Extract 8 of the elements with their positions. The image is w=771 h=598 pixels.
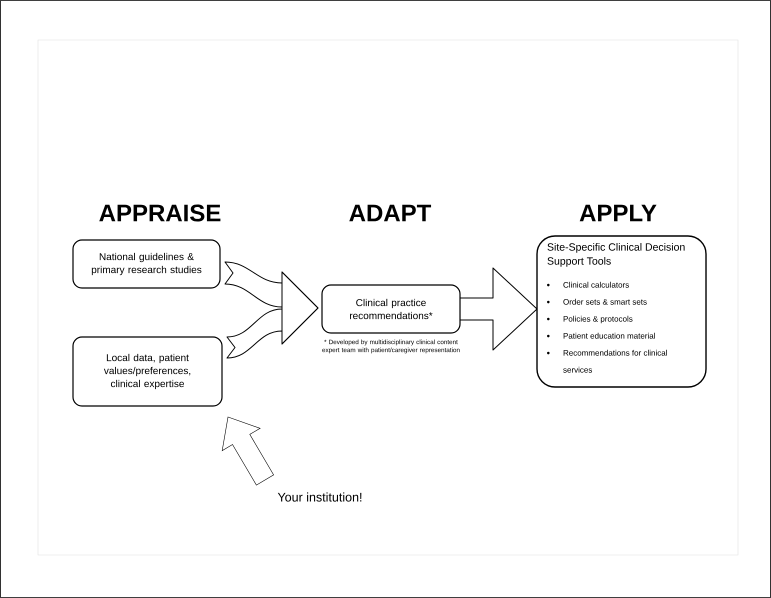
process-box: Local data, patient values/preferences, clinical expertise — [72, 336, 223, 407]
tools-box: Site-Specific Clinical Decision Support Tools Clinical calculators Order sets & smart sets Policies & protocols Patient education material Recommendations for clinical services — [536, 235, 707, 388]
process-box: National guidelines & primary research studies — [72, 239, 221, 289]
block-arrow — [460, 268, 538, 350]
stage-heading: ADAPT — [349, 204, 432, 222]
merge-arrow — [226, 272, 318, 358]
process-box: Clinical practice recommendations* — [321, 284, 461, 334]
caption-text: Your institution! — [278, 492, 362, 502]
